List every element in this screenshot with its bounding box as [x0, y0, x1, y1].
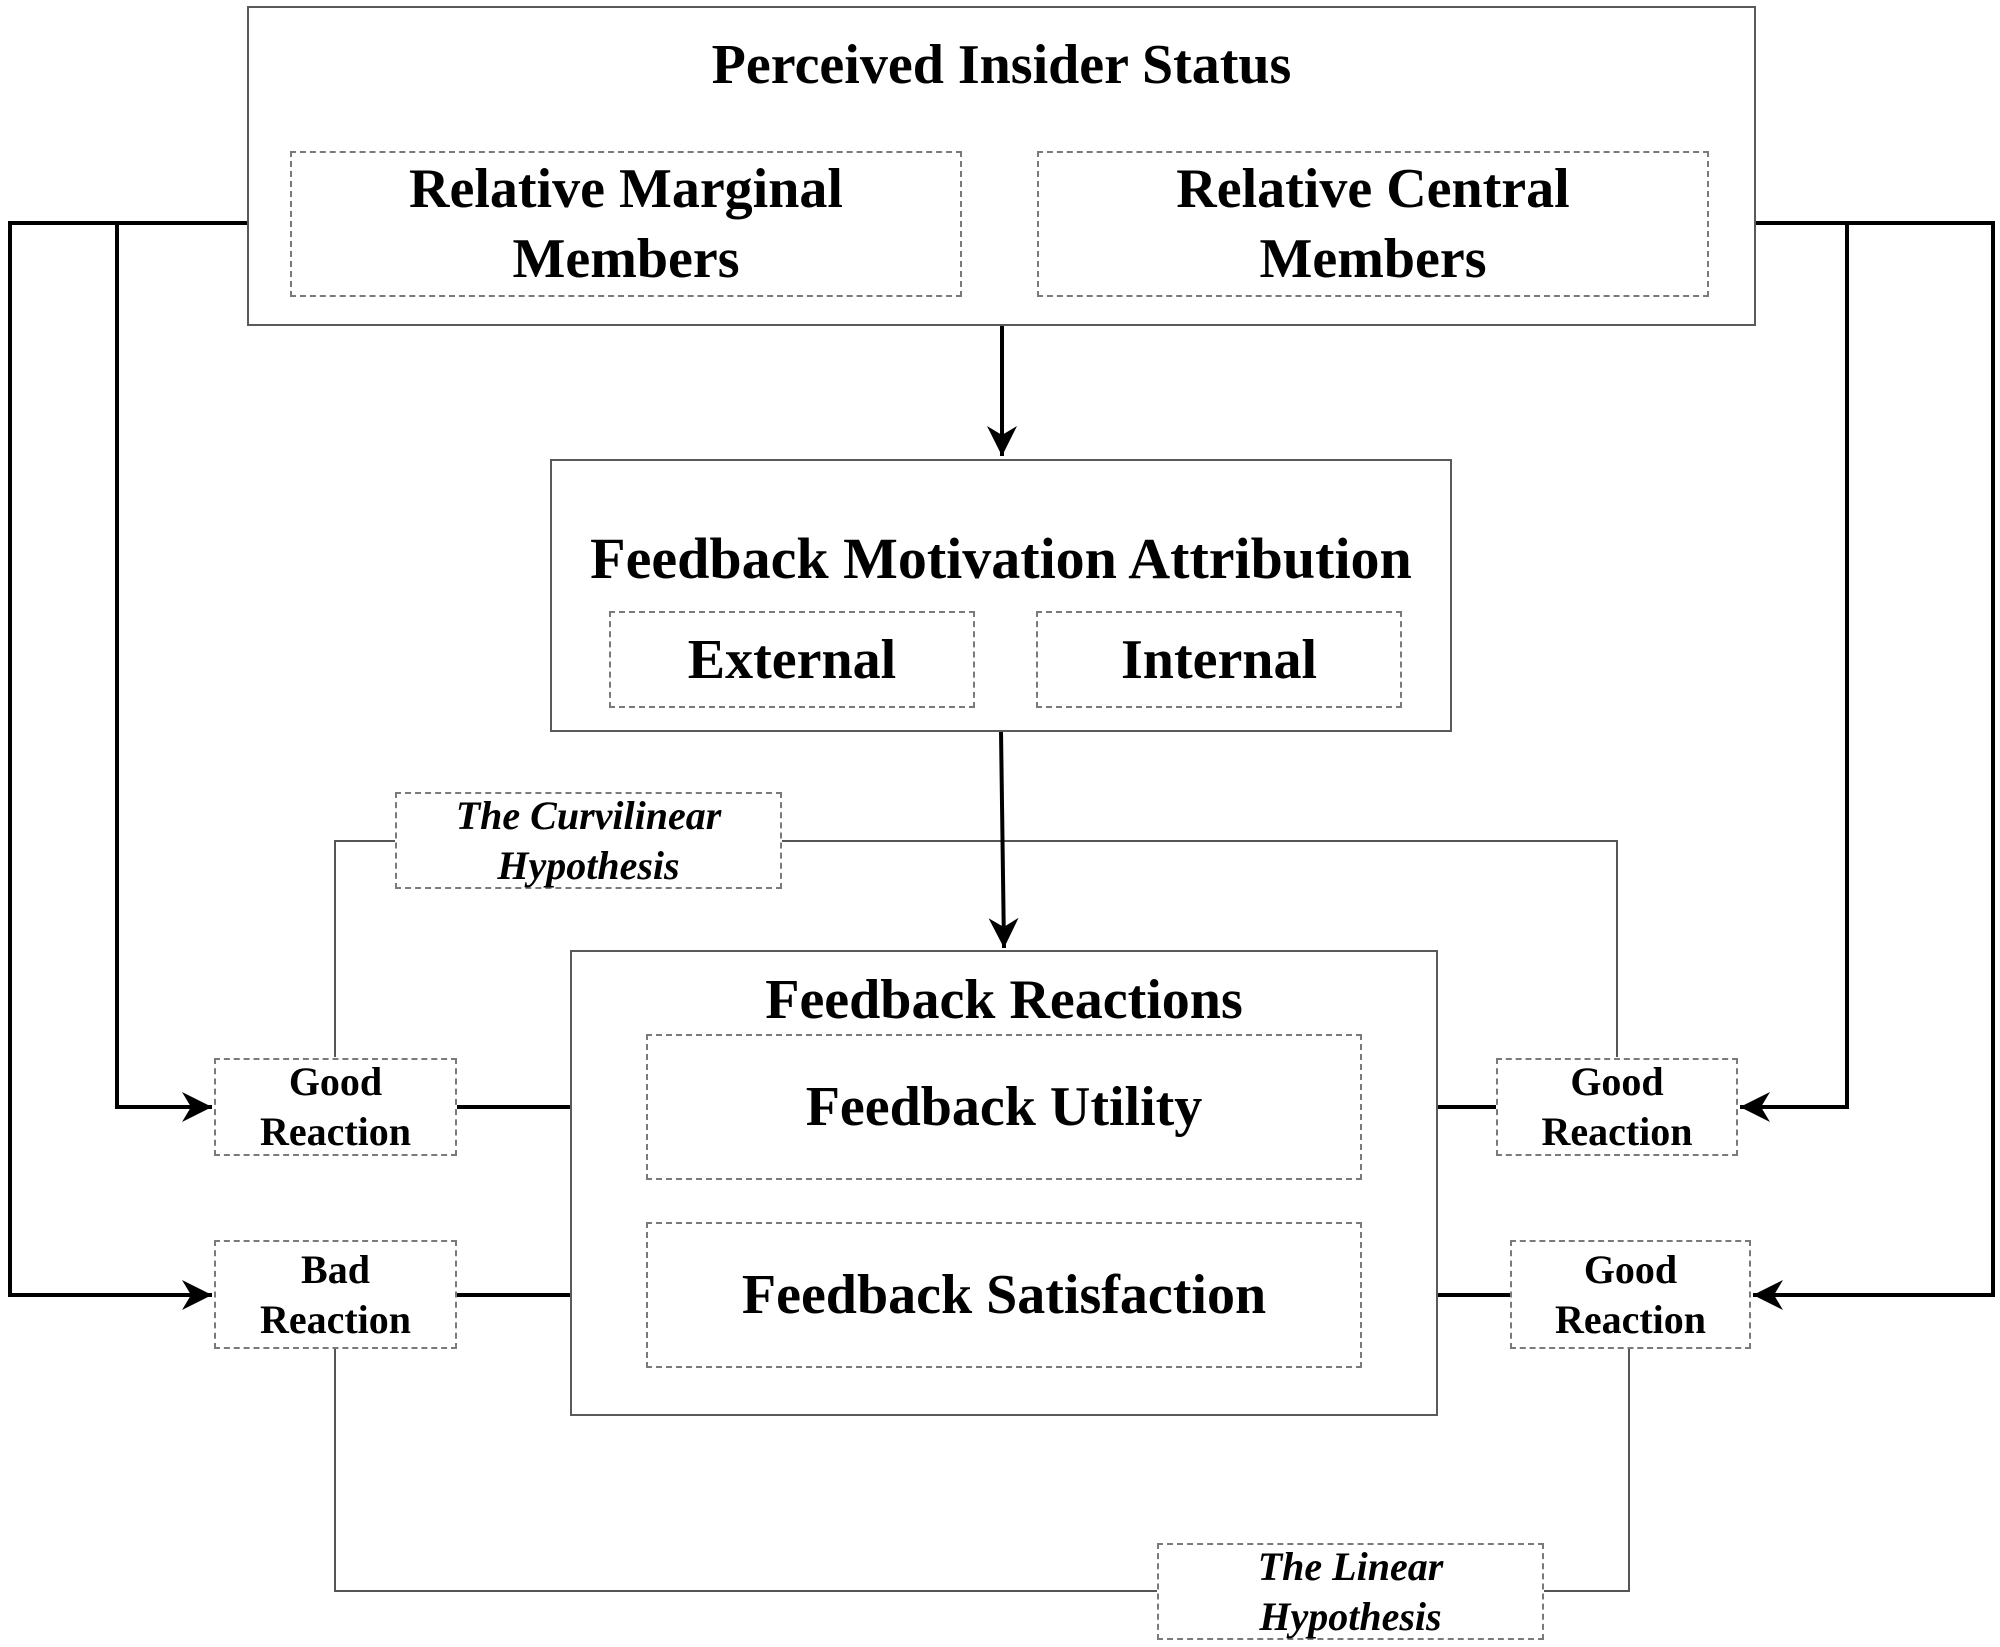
external-box: External	[609, 611, 975, 708]
right-good-reaction-box: Good Reaction	[1496, 1058, 1738, 1156]
central-to-good-reaction-line	[1709, 221, 1849, 1122]
left-bad-reaction-box: Bad Reaction	[214, 1240, 457, 1349]
curvilinear-hypothesis-box: The Curvilinear Hypothesis	[395, 792, 782, 889]
curvilinear-hypothesis-label: The Curvilinear Hypothesis	[455, 792, 722, 888]
linear-hypothesis-box: The Linear Hypothesis	[1157, 1543, 1544, 1640]
feedback-satisfaction-box: Feedback Satisfaction	[646, 1222, 1362, 1368]
feedback-satisfaction-label: Feedback Satisfaction	[741, 1264, 1267, 1326]
linear-hypothesis-line-right	[1544, 1349, 1630, 1592]
right-bottom-good-reaction-box: Good Reaction	[1510, 1240, 1751, 1349]
attribution-to-reactions-arrow	[988, 730, 1019, 949]
relative-marginal-members-label: Relative Marginal Members	[409, 158, 843, 290]
relative-central-members-box: Relative Central Members	[1037, 151, 1709, 297]
curvilinear-hypothesis-line	[334, 840, 395, 1057]
left-good-reaction-box: Good Reaction	[214, 1058, 457, 1156]
feedback-utility-box: Feedback Utility	[646, 1034, 1362, 1180]
central-to-good-reaction-bottom-line	[1753, 221, 1995, 1310]
left-good-reaction-label: Good Reaction	[259, 1059, 412, 1154]
right-bottom-good-reaction-label: Good Reaction	[1554, 1246, 1707, 1342]
feedback-reactions-title: Feedback Reactions	[765, 969, 1243, 1031]
relative-marginal-members-box: Relative Marginal Members	[290, 151, 962, 297]
linear-hypothesis-label: The Linear Hypothesis	[1257, 1543, 1444, 1639]
internal-label: Internal	[1121, 628, 1317, 691]
relative-central-members-label: Relative Central Members	[1176, 158, 1570, 290]
right-good-reaction-label: Good Reaction	[1541, 1059, 1693, 1154]
internal-box: Internal	[1036, 611, 1402, 708]
curvilinear-hypothesis-line-right	[782, 840, 1618, 1057]
perceived-insider-status-title: Perceived Insider Status	[711, 34, 1292, 96]
feedback-utility-label: Feedback Utility	[805, 1076, 1203, 1138]
linear-hypothesis-line	[334, 1349, 1157, 1592]
feedback-motivation-attribution-title: Feedback Motivation Attribution	[590, 526, 1412, 591]
external-label: External	[687, 628, 897, 691]
marginal-to-good-reaction-line	[115, 221, 290, 1122]
marginal-to-bad-reaction-line	[8, 221, 212, 1310]
left-bad-reaction-label: Bad Reaction	[259, 1246, 412, 1342]
